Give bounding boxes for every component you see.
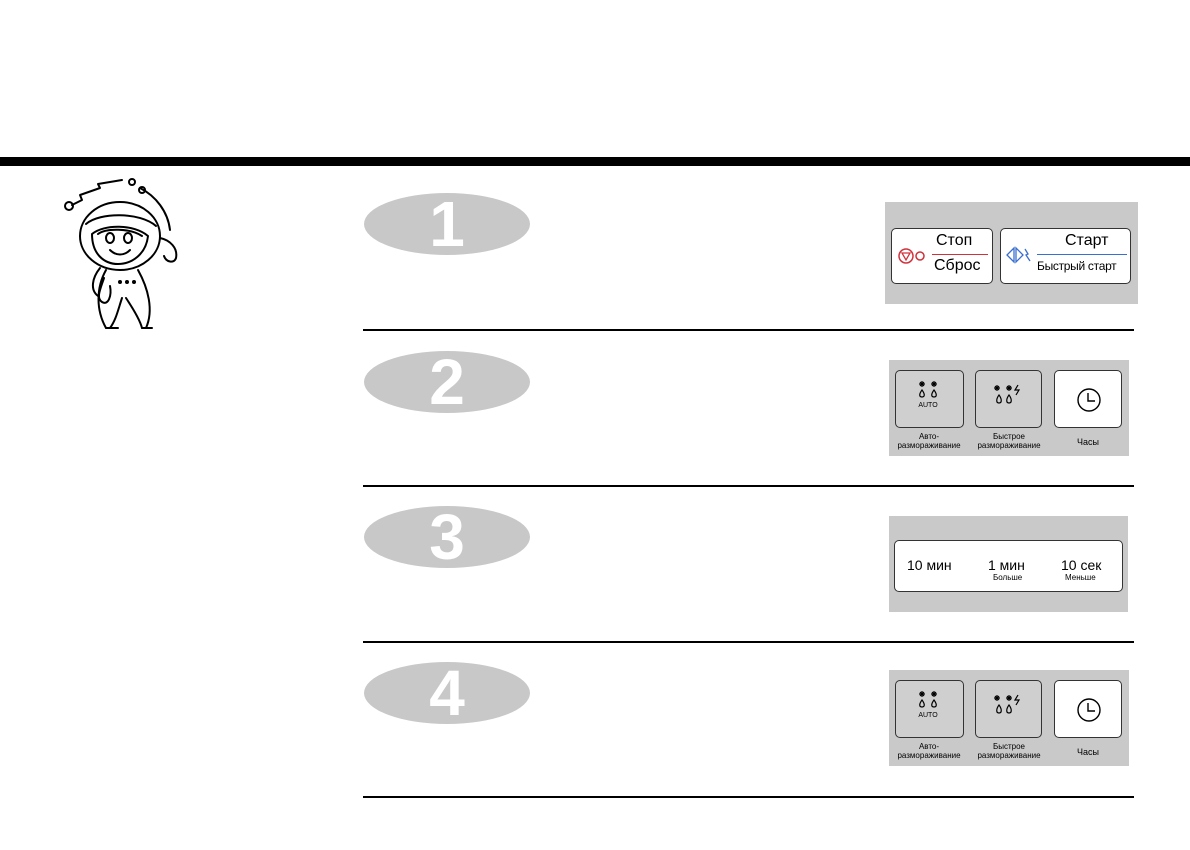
header-rule: [0, 157, 1190, 166]
auto-defrost-button[interactable]: AUTO: [895, 680, 964, 738]
less-label: Меньше: [1065, 573, 1096, 582]
step-1-number: 1: [429, 192, 465, 256]
step-3-rule: [363, 641, 1134, 643]
mascot-illustration: [64, 178, 178, 329]
start-icon: [1006, 246, 1031, 264]
auto-defrost-label: Авто- размораживание: [897, 742, 961, 760]
start-divider: [1037, 254, 1127, 255]
step-4-number: 4: [429, 661, 465, 725]
stop-start-panel: Стоп Сброс Старт Быстрый старт: [885, 202, 1138, 304]
stop-reset-button[interactable]: Стоп Сброс: [891, 228, 993, 284]
more-label: Больше: [993, 573, 1023, 582]
step-2-number: 2: [429, 350, 465, 414]
ten-min-button[interactable]: 10 мин: [907, 557, 952, 573]
quick-defrost-icon: [994, 384, 1021, 404]
defrost-clock-panel-2: AUTO Авто- размораживание Быстрое размор…: [889, 670, 1129, 766]
step-2-rule: [363, 485, 1134, 487]
step-3-number: 3: [429, 505, 465, 569]
time-panel: 10 мин 1 мин Больше 10 сек Меньше: [889, 516, 1128, 612]
step-1-badge: 1: [364, 192, 530, 256]
step-1-rule: [363, 329, 1134, 331]
step-4-rule: [363, 796, 1134, 798]
auto-text: AUTO: [918, 402, 938, 409]
clock-button[interactable]: [1054, 370, 1122, 428]
auto-text: AUTO: [918, 712, 938, 719]
clock-icon: [1077, 698, 1101, 722]
quick-defrost-label: Быстрое размораживание: [977, 742, 1041, 760]
quick-defrost-label: Быстрое размораживание: [977, 432, 1041, 450]
quick-defrost-button[interactable]: [975, 680, 1042, 738]
step-4-badge: 4: [364, 661, 530, 725]
defrost-clock-panel: AUTO Авто- размораживание Быстрое размор…: [889, 360, 1129, 456]
ten-sec-button[interactable]: 10 сек: [1061, 557, 1102, 573]
stop-divider: [932, 254, 988, 255]
auto-defrost-icon: AUTO: [918, 691, 938, 719]
stop-label: Стоп: [936, 232, 973, 249]
start-quickstart-button[interactable]: Старт Быстрый старт: [1000, 228, 1131, 284]
stop-icon: [898, 248, 925, 264]
start-label: Старт: [1065, 232, 1109, 249]
step-3-badge: 3: [364, 505, 530, 569]
auto-defrost-button[interactable]: AUTO: [895, 370, 964, 428]
quick-defrost-button[interactable]: [975, 370, 1042, 428]
clock-label: Часы: [1077, 747, 1099, 757]
clock-icon: [1077, 388, 1101, 412]
one-min-button[interactable]: 1 мин: [988, 557, 1025, 573]
time-buttons-bar: 10 мин 1 мин Больше 10 сек Меньше: [894, 540, 1123, 592]
auto-defrost-label: Авто- размораживание: [897, 432, 961, 450]
reset-label: Сброс: [934, 257, 981, 274]
clock-label: Часы: [1077, 437, 1099, 447]
clock-button[interactable]: [1054, 680, 1122, 738]
auto-defrost-icon: AUTO: [918, 381, 938, 409]
quick-defrost-icon: [994, 694, 1021, 714]
quick-start-label: Быстрый старт: [1037, 259, 1117, 273]
step-2-badge: 2: [364, 350, 530, 414]
